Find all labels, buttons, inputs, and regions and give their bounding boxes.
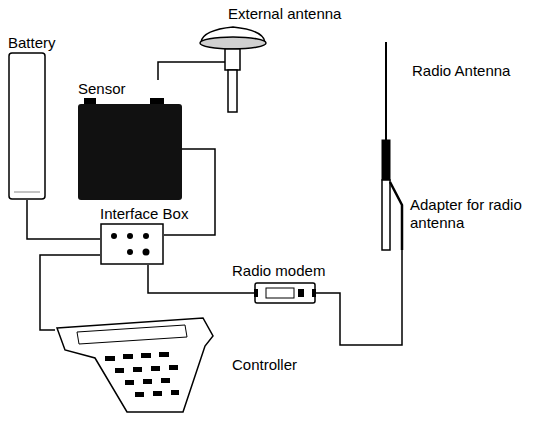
shape	[100, 223, 164, 265]
node-label: Radio modem	[232, 262, 325, 280]
radio-modem-symbol	[254, 280, 316, 306]
sensor-symbol	[78, 98, 182, 200]
controller-device: Controller	[55, 316, 297, 414]
radio-modem-box: Radio modem	[232, 262, 325, 306]
antenna-label: Radio Antenna	[412, 62, 510, 80]
cable	[40, 255, 100, 330]
sensor-box: Sensor	[78, 80, 182, 200]
adapter-label: Adapter for radio antenna	[410, 196, 538, 232]
shape	[55, 316, 220, 414]
node-label: Controller	[232, 356, 297, 374]
node-label: Interface Box	[100, 205, 188, 223]
cable	[27, 200, 100, 239]
controller-symbol	[55, 316, 220, 414]
radio-antenna-symbol	[382, 42, 402, 250]
shape	[78, 98, 182, 200]
interface-box: Interface Box	[100, 205, 188, 265]
antenna-label: External antenna	[228, 5, 341, 23]
shape	[254, 280, 316, 306]
node-label: Battery	[8, 34, 56, 52]
shape	[8, 52, 46, 200]
modem-antenna-cable	[316, 250, 402, 345]
external-antenna-symbol	[200, 27, 266, 112]
node-label: Sensor	[78, 80, 182, 98]
battery-symbol	[8, 52, 46, 200]
battery-box: Battery	[8, 34, 56, 200]
interface-box-symbol	[100, 223, 164, 265]
